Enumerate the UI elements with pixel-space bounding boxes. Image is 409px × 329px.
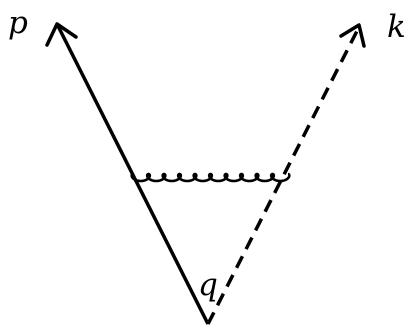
label-q: q (198, 267, 218, 303)
gluon-exchange (130, 172, 291, 183)
label-k: k (387, 9, 406, 45)
arrowhead-p-icon (45, 22, 78, 47)
label-p: p (8, 5, 28, 41)
momentum-k-line (206, 28, 360, 325)
arrowhead-k-icon (339, 23, 366, 48)
